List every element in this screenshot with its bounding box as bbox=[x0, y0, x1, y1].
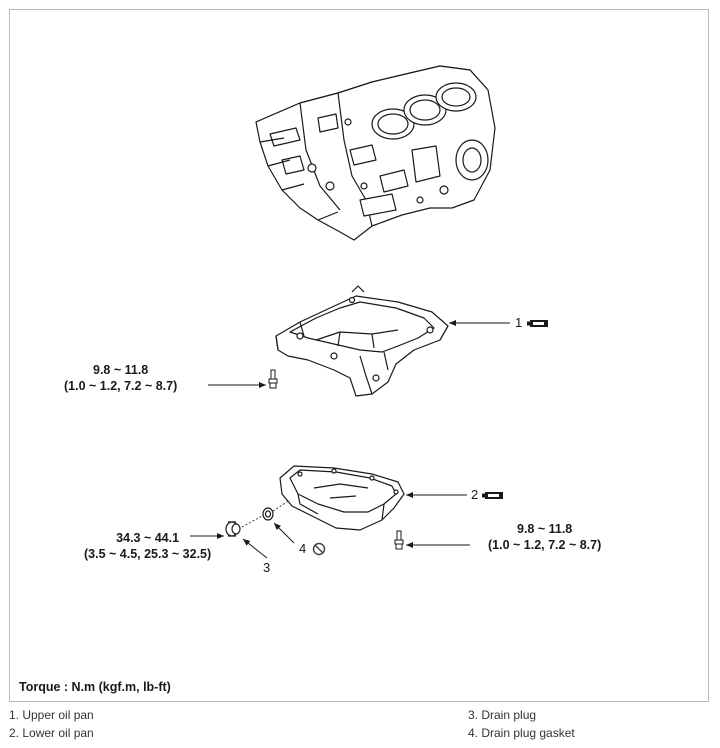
torque-value: 9.8 ~ 11.8 bbox=[517, 522, 573, 536]
assembly-line bbox=[241, 515, 263, 528]
legend-item-4: 4. Drain plug gasket bbox=[468, 726, 575, 740]
legend-item-3: 3. Drain plug bbox=[468, 708, 537, 722]
do-not-reuse-icon bbox=[312, 542, 326, 556]
engine-block-illustration bbox=[255, 65, 496, 241]
leader-arrow-4 bbox=[273, 522, 295, 544]
upper-oil-pan-illustration bbox=[275, 285, 449, 397]
assembly-line bbox=[272, 499, 291, 512]
drain-plug-gasket-illustration bbox=[262, 507, 274, 521]
legend-item-1: 1. Upper oil pan bbox=[9, 708, 94, 722]
diagram-frame bbox=[9, 9, 709, 702]
torque-value: 9.8 ~ 11.8 bbox=[93, 363, 149, 377]
torque-converted: (3.5 ~ 4.5, 25.3 ~ 32.5) bbox=[84, 547, 212, 561]
torque-value: 34.3 ~ 44.1 bbox=[116, 531, 180, 545]
drain-plug-illustration bbox=[225, 521, 241, 537]
lower-oil-pan-illustration bbox=[279, 465, 405, 531]
sealant-tube-icon bbox=[527, 320, 548, 327]
leader-arrow-3 bbox=[242, 538, 268, 559]
torque-converted: (1.0 ~ 1.2, 7.2 ~ 8.7) bbox=[488, 538, 602, 552]
torque-label-lower-bolt: 9.8 ~ 11.8 (1.0 ~ 1.2, 7.2 ~ 8.7) bbox=[488, 521, 601, 553]
torque-converted: (1.0 ~ 1.2, 7.2 ~ 8.7) bbox=[64, 379, 178, 393]
sealant-tube-icon bbox=[482, 492, 503, 499]
torque-unit-note: Torque : N.m (kgf.m, lb-ft) bbox=[19, 680, 171, 694]
callout-1: 1 bbox=[515, 315, 523, 330]
upper-pan-bolt-illustration bbox=[268, 369, 278, 389]
torque-label-upper-bolt: 9.8 ~ 11.8 (1.0 ~ 1.2, 7.2 ~ 8.7) bbox=[64, 362, 177, 394]
callout-3: 3 bbox=[263, 560, 271, 575]
lower-pan-bolt-illustration bbox=[394, 530, 404, 550]
torque-label-drain-plug: 34.3 ~ 44.1 (3.5 ~ 4.5, 25.3 ~ 32.5) bbox=[84, 530, 211, 562]
callout-2: 2 bbox=[471, 487, 479, 502]
callout-4: 4 bbox=[299, 541, 307, 556]
legend-item-2: 2. Lower oil pan bbox=[9, 726, 94, 740]
